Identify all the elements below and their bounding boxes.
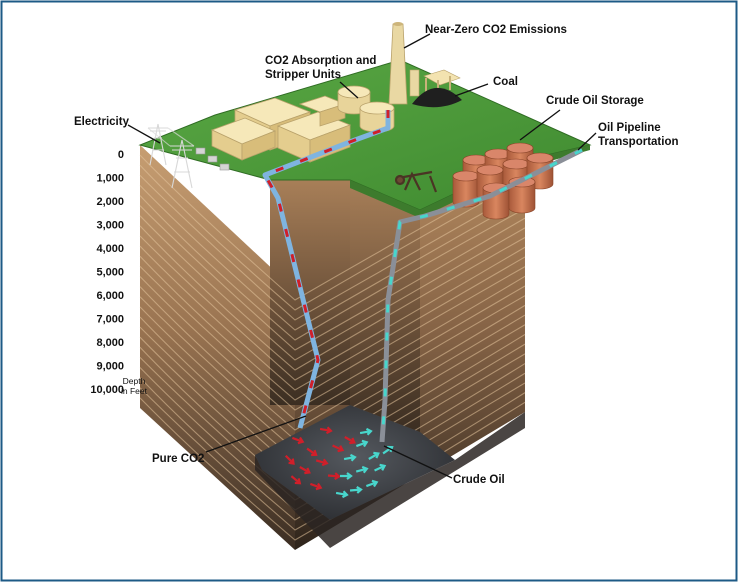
co2-flow-arrow xyxy=(284,454,295,465)
co2-flow-arrow xyxy=(319,426,333,435)
depth-tick-label: 9,000 xyxy=(96,361,124,373)
leader-electricity xyxy=(127,124,161,144)
depth-tick-label: 10,000 xyxy=(90,384,124,396)
label-oil-pipeline-line2: Transportation xyxy=(598,136,679,148)
plant-buildings xyxy=(210,95,352,163)
oil-flow-arrow xyxy=(343,453,357,462)
oil-flow-arrow xyxy=(349,485,363,494)
strata-line xyxy=(139,245,526,391)
label-co2-absorption-line2: Stripper Units xyxy=(265,69,341,81)
label-coal: Coal xyxy=(493,76,518,88)
smokestack xyxy=(388,22,461,105)
depth-tick-label: 3,000 xyxy=(96,220,124,232)
strata-line xyxy=(139,235,526,381)
depth-tick-label: 4,000 xyxy=(96,243,124,255)
label-crude-oil-storage: Crude Oil Storage xyxy=(546,95,644,107)
oil-flow-arrow xyxy=(365,479,379,488)
depth-tick-label: 8,000 xyxy=(96,337,124,349)
co2-flow-arrow xyxy=(327,472,341,481)
oil-flow-arrow xyxy=(368,451,380,460)
depth-tick-label: 5,000 xyxy=(96,267,124,279)
coal-pile xyxy=(412,87,462,108)
co2-flow-arrow xyxy=(309,482,323,491)
substation-boxes xyxy=(195,147,230,171)
oil-flow-arrow xyxy=(374,463,387,472)
storage-tank-top xyxy=(452,170,480,182)
strata-line xyxy=(139,397,526,541)
reservoir-floor xyxy=(255,405,455,520)
storage-tank-top xyxy=(502,158,530,170)
leader-emissions xyxy=(403,33,431,49)
storage-tank xyxy=(508,181,536,214)
co2-flow-arrow xyxy=(306,447,318,457)
strata-line xyxy=(139,286,526,431)
leader-crude-oil xyxy=(383,445,453,479)
leader-co2-absorption xyxy=(339,81,359,99)
strata-line xyxy=(139,205,526,351)
leader-pure-co2 xyxy=(205,415,307,453)
depth-unit-line1: Depth xyxy=(123,376,146,386)
label-pure-co2: Pure CO2 xyxy=(152,453,204,465)
strata-line xyxy=(139,225,526,371)
co2-flow-arrow xyxy=(299,466,311,475)
depth-tick-label: 0 xyxy=(118,149,124,161)
oil-flow-arrow xyxy=(355,465,369,474)
strata-line xyxy=(139,255,526,401)
storage-tank-top xyxy=(526,152,554,164)
pump-jack xyxy=(394,170,438,193)
oil-flow-arrow xyxy=(340,472,353,480)
depth-tick-label: 2,000 xyxy=(96,196,124,208)
co2-flow-arrow xyxy=(290,475,302,485)
label-electricity: Electricity xyxy=(74,116,130,128)
depth-unit-line2: in Feet xyxy=(121,386,148,396)
storage-tank-top xyxy=(476,164,504,176)
strata-left-face xyxy=(140,145,295,550)
co2-flow-arrow xyxy=(291,436,305,445)
transmission-towers xyxy=(147,123,195,189)
label-co2-absorption-line1: CO2 Absorption and xyxy=(265,55,376,67)
strata-line xyxy=(139,164,526,311)
strata-line xyxy=(139,195,526,341)
strata-line xyxy=(139,265,526,411)
strata-line xyxy=(139,174,526,321)
depth-tick-label: 6,000 xyxy=(96,290,124,302)
depth-scale: 0 1,000 2,000 3,000 4,000 5,000 6,000 7,000 8,00… xyxy=(90,149,124,396)
co2-flow-arrow xyxy=(315,458,329,467)
oil-flow-arrow xyxy=(335,490,349,499)
label-oil-pipeline-line1: Oil Pipeline xyxy=(598,122,661,134)
co2-flow-arrow xyxy=(332,444,345,453)
strata-line xyxy=(139,387,526,531)
leader-oil-pipeline xyxy=(577,132,597,151)
strata-line xyxy=(139,185,526,331)
oil-flow-markers xyxy=(380,148,583,443)
depth-tick-label: 1,000 xyxy=(96,173,124,185)
label-crude-oil: Crude Oil xyxy=(453,474,505,486)
leader-crude-oil-storage xyxy=(519,109,561,141)
depth-tick-label: 7,000 xyxy=(96,314,124,326)
label-emissions: Near-Zero CO2 Emissions xyxy=(425,24,567,36)
oil-flow-arrow xyxy=(359,427,373,436)
co2-flow-markers xyxy=(262,110,390,429)
strata-line xyxy=(139,215,526,361)
storage-tank-top xyxy=(506,142,534,154)
co2-flow-arrow xyxy=(344,436,356,445)
leader-coal xyxy=(454,83,489,97)
oil-flow-arrow xyxy=(355,439,369,448)
reservoir-flow-arrows xyxy=(284,426,394,499)
strata-line xyxy=(139,377,526,521)
